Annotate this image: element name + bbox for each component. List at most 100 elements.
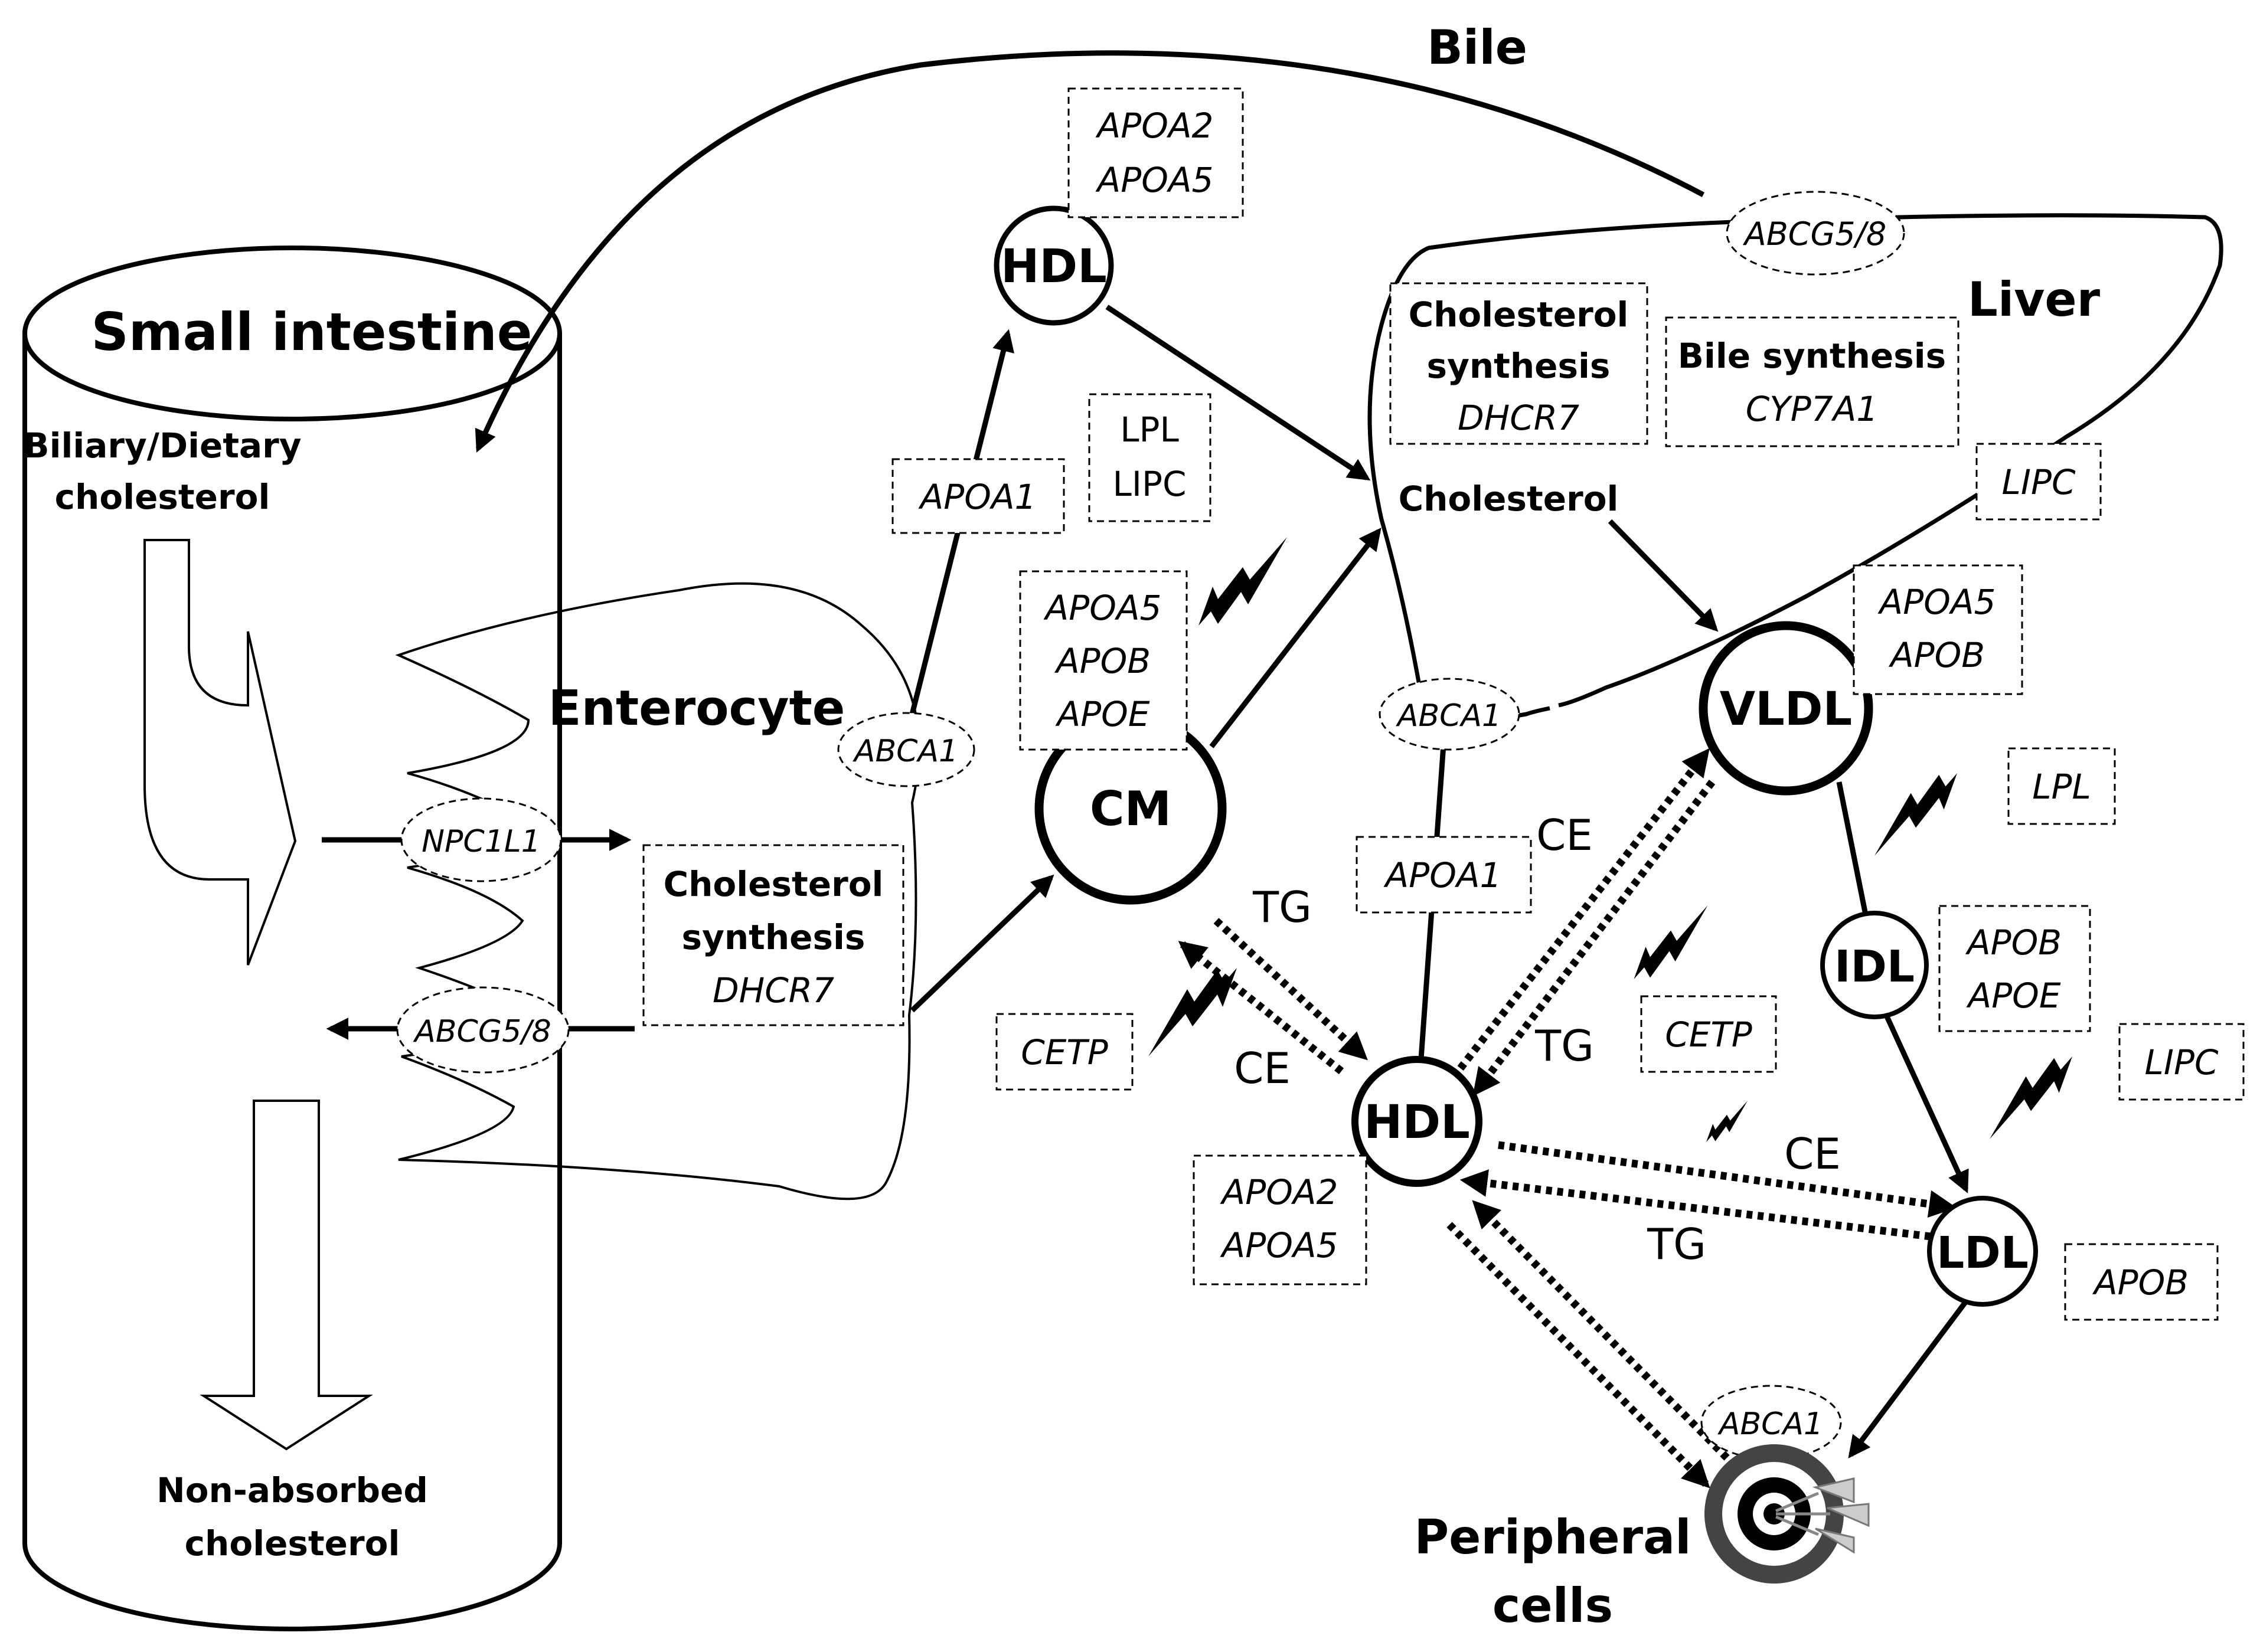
non-absorbed-label-line1: Non-absorbed	[156, 1470, 428, 1510]
gene-label: DHCR7	[713, 970, 834, 1010]
transporter-abca1-peripheral: ABCA1	[1700, 1385, 1842, 1460]
peripheral-cells-label-line1: Peripheral	[1414, 1510, 1691, 1565]
gene-label: APOA5	[1877, 582, 1996, 622]
gene-label: APOA5	[1220, 1225, 1338, 1265]
gene-label: APOE	[1966, 976, 2061, 1016]
gene-label: APOB	[1965, 922, 2062, 963]
box-title: synthesis	[1427, 346, 1611, 386]
gene-label: APOA2	[1220, 1172, 1338, 1212]
transporter-label: ABCA1	[1396, 698, 1501, 734]
gene-box-apoa1-center: APOA1	[1356, 836, 1532, 914]
lipoprotein-label: VLDL	[1720, 683, 1853, 736]
absorption-open-arrow	[143, 539, 297, 966]
gene-box-hdl-top-apos: APOA2 APOA5	[1067, 87, 1244, 218]
liver-cholesterol-label: Cholesterol	[1399, 479, 1619, 519]
lightning-bolt-icon	[1148, 968, 1237, 1056]
liver-organ	[1367, 213, 2223, 721]
gene-label: LIPC	[2145, 1042, 2219, 1082]
ce-label-cm-hdl: CE	[1234, 1043, 1291, 1093]
box-title: synthesis	[682, 917, 866, 957]
biliary-dietary-label-line1: Biliary/Dietary	[23, 426, 301, 466]
gene-label: APOA5	[1095, 160, 1214, 200]
lightning-bolt-icon	[1990, 1056, 2072, 1139]
gene-box-enterocyte-synthesis: Cholesterol synthesis DHCR7	[642, 844, 904, 1026]
gene-box-ldl-apos: APOB	[2064, 1243, 2219, 1321]
lipoprotein-vldl: VLDL	[1699, 621, 1873, 796]
lipoprotein-hdl-top: HDL	[994, 205, 1114, 326]
gene-label: APOB	[1888, 635, 1985, 675]
gene-label: APOA1	[918, 477, 1037, 517]
gene-label: LIPC	[1113, 464, 1187, 504]
gene-box-lpl-right: LPL	[2007, 747, 2116, 825]
gene-label: APOB	[1054, 641, 1151, 681]
box-title: Cholesterol	[664, 864, 884, 904]
gene-label: APOA1	[1383, 855, 1502, 895]
tg-label-hdl-ldl: TG	[1647, 1219, 1706, 1269]
tg-label-vldl-hdl: TG	[1534, 1021, 1594, 1071]
peripheral-cells-label-line2: cells	[1492, 1578, 1613, 1633]
biliary-dietary-label-line2: cholesterol	[55, 477, 270, 517]
gene-box-hdl-center-apos: APOA2 APOA5	[1193, 1154, 1367, 1285]
gene-box-cetp-left: CETP	[995, 1013, 1134, 1091]
transporter-label: NPC1L1	[422, 824, 541, 859]
lightning-bolt-icon	[1706, 1101, 1748, 1142]
ce-label-hdl-ldl: CE	[1784, 1129, 1841, 1179]
tg-label-cm-hdl: TG	[1252, 882, 1312, 932]
bile-title: Bile	[1427, 20, 1527, 75]
gene-label: APOB	[2092, 1262, 2189, 1303]
box-title: Cholesterol	[1409, 295, 1629, 335]
liver-title: Liver	[1968, 272, 2101, 327]
non-absorbed-open-arrow	[200, 1100, 373, 1451]
transporter-label: ABCA1	[853, 734, 958, 769]
gene-label: DHCR7	[1458, 398, 1579, 438]
transporter-abca1-enterocyte: ABCA1	[837, 712, 975, 787]
gene-box-cetp-right: CETP	[1640, 995, 1777, 1073]
transporter-label: ABCG5/8	[1743, 215, 1886, 253]
non-absorbed-label-line2: cholesterol	[185, 1523, 400, 1563]
gene-box-liver-synthesis: Cholesterol synthesis DHCR7	[1389, 282, 1648, 445]
gene-box-lipc-liver: LIPC	[1975, 443, 2102, 521]
gene-box-vldl-apos: APOA5 APOB	[1853, 564, 2023, 695]
enterocyte-title: Enterocyte	[548, 681, 845, 737]
gene-box-lpl-lipc: LPL LIPC	[1088, 393, 1211, 522]
gene-box-bile-synthesis: Bile synthesis CYP7A1	[1665, 316, 1959, 447]
lipoprotein-label: HDL	[1364, 1096, 1470, 1149]
lightning-bolt-icon	[1198, 537, 1287, 626]
transporter-npc1l1: NPC1L1	[400, 797, 562, 882]
gene-label: CETP	[1665, 1015, 1752, 1055]
lipoprotein-idl: IDL	[1820, 911, 1929, 1019]
gene-label: CETP	[1021, 1032, 1108, 1072]
gene-label: LPL	[1120, 410, 1179, 450]
lightning-bolt-icon	[1634, 905, 1708, 979]
gene-box-lipc-right: LIPC	[2118, 1023, 2245, 1101]
lipoprotein-label: IDL	[1834, 941, 1915, 992]
gene-label: APOE	[1055, 694, 1150, 734]
transporter-abca1-liver: ABCA1	[1379, 678, 1520, 751]
bile-arrow	[475, 50, 1705, 453]
lipoprotein-label: LDL	[1936, 1228, 2029, 1278]
gene-box-idl-apos: APOB APOE	[1938, 905, 2091, 1032]
lipoprotein-hdl-center: HDL	[1351, 1056, 1482, 1187]
gene-box-apoa1-enterocyte: APOA1	[891, 458, 1065, 534]
lipoprotein-label: CM	[1090, 781, 1171, 836]
transporter-label: ABCA1	[1717, 1406, 1823, 1442]
transporter-abcg58-liver: ABCG5/8	[1726, 191, 1905, 276]
box-title: Bile synthesis	[1678, 336, 1946, 376]
gene-label: CYP7A1	[1746, 389, 1878, 429]
gene-label: APOA2	[1095, 106, 1214, 146]
lipoprotein-label: HDL	[1001, 240, 1107, 293]
gene-label: APOA5	[1043, 588, 1162, 628]
gene-label: LPL	[2032, 767, 2091, 807]
lipoprotein-ldl: LDL	[1927, 1196, 2038, 1307]
lightning-bolt-icon	[1874, 773, 1957, 856]
ce-label-vldl-hdl: CE	[1536, 810, 1593, 860]
transporter-label: ABCG5/8	[413, 1014, 551, 1049]
dotted-exchange-arrows	[1178, 748, 1957, 1489]
transporter-abcg58-intestine: ABCG5/8	[396, 986, 570, 1074]
gene-label: LIPC	[2002, 462, 2076, 502]
gene-box-cm-apos: APOA5 APOB APOE	[1019, 570, 1188, 751]
small-intestine	[22, 246, 562, 1631]
peripheral-cells-target	[1704, 1444, 1870, 1584]
small-intestine-title: Small intestine	[92, 302, 533, 362]
